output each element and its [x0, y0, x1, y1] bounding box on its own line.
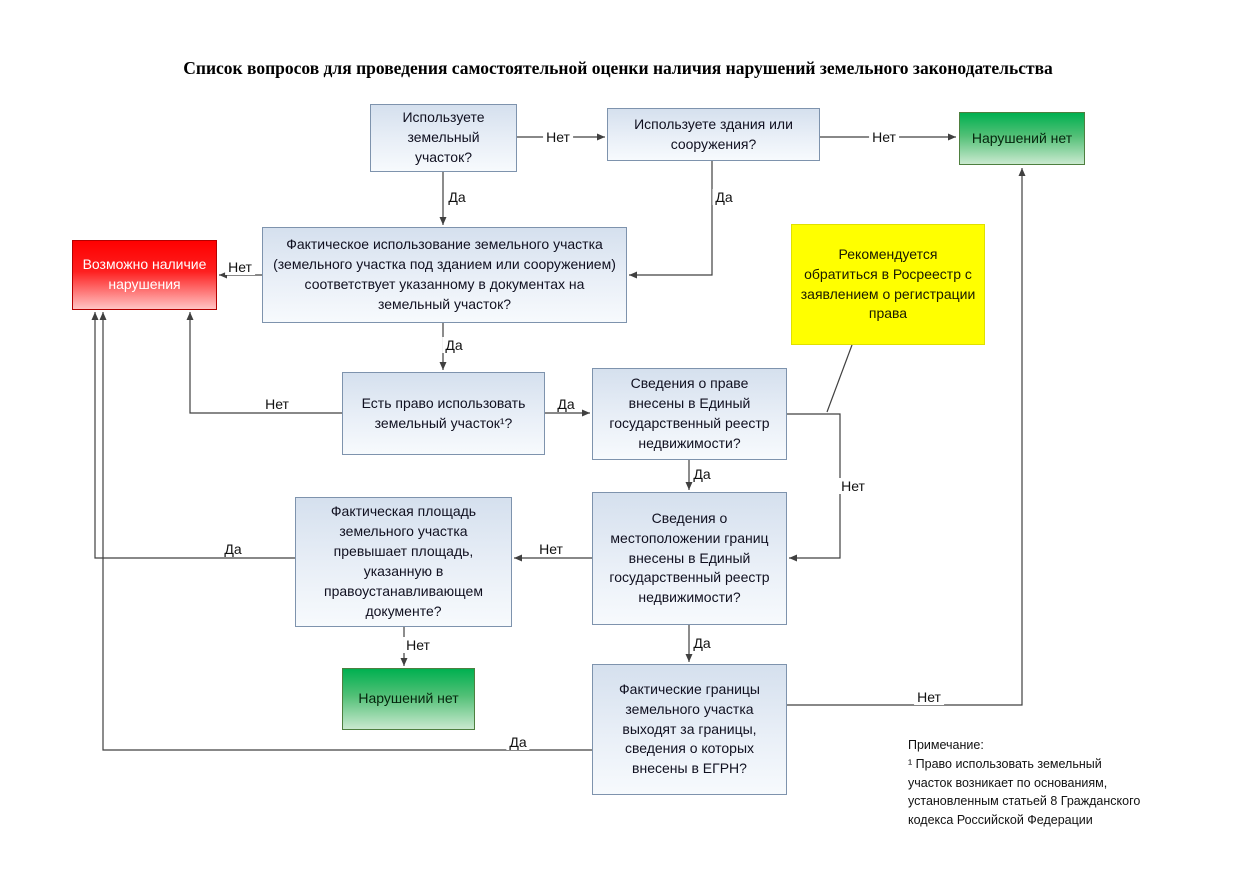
question-box-actual-use-matches: Фактическое использование земельного уча…: [262, 227, 627, 323]
edge-label-use-land-yes: Да: [445, 189, 469, 205]
edge-label-actual-use-no: Нет: [225, 259, 255, 275]
question-box-area-exceeds: Фактическая площадь земельного участка п…: [295, 497, 512, 627]
footnote-heading: Примечание:: [908, 738, 984, 752]
edge-boundaries-exceed-to-violation: [99, 312, 592, 751]
edge-label-boundaries-in-egrn-no: Нет: [536, 541, 566, 557]
edge-label-area-exceeds-yes: Да: [221, 541, 245, 557]
edge-label-boundaries-in-egrn-yes: Да: [690, 635, 714, 651]
edge-use-buildings-to-actual-use: [629, 161, 713, 279]
flowchart-title: Список вопросов для проведения самостоят…: [183, 58, 1053, 78]
edge-label-right-to-use-yes: Да: [554, 396, 578, 412]
question-box-use-land: Используете земельный участок?: [370, 104, 517, 172]
edge-label-right-to-use-no: Нет: [262, 396, 292, 412]
footnote-body: ¹ Право использовать земельный участок в…: [908, 756, 1141, 827]
question-box-right-in-egrn: Сведения о праве внесены в Единый госуда…: [592, 368, 787, 460]
edge-label-boundaries-exceed-no: Нет: [914, 689, 944, 705]
edge-right-in-egrn-to-boundaries-in-egrn-no: [787, 413, 841, 562]
edge-label-boundaries-exceed-yes: Да: [506, 734, 530, 750]
edge-label-use-buildings-no: Нет: [869, 129, 899, 145]
edge-boundaries-exceed-to-no-violations: [787, 168, 1026, 706]
edge-label-use-buildings-yes: Да: [712, 189, 736, 205]
edge-label-right-in-egrn-no: Нет: [838, 478, 868, 494]
result-box-no-violations-bottom: Нарушений нет: [342, 668, 475, 730]
edge-label-use-land-no: Нет: [543, 129, 573, 145]
question-box-right-to-use: Есть право использовать земельный участо…: [342, 372, 545, 455]
edge-label-area-exceeds-no: Нет: [403, 637, 433, 653]
edge-right-to-use-to-violation: [186, 312, 342, 414]
edge-recommendation-connector: [826, 344, 853, 413]
question-box-use-buildings: Используете здания или сооружения?: [607, 108, 820, 161]
edge-area-exceeds-to-violation: [91, 312, 295, 559]
recommendation-box-rosreestr: Рекомендуется обратиться в Росреестр с з…: [791, 224, 985, 345]
question-box-boundaries-in-egrn: Сведения о местоположении границ внесены…: [592, 492, 787, 625]
result-box-possible-violation: Возможно наличие нарушения: [72, 240, 217, 310]
edge-label-actual-use-yes: Да: [442, 337, 466, 353]
footnote: Примечание: ¹ Право использовать земельн…: [908, 736, 1188, 830]
question-box-boundaries-exceed: Фактические границы земельного участка в…: [592, 664, 787, 795]
edge-label-right-in-egrn-yes: Да: [690, 466, 714, 482]
result-box-no-violations-top: Нарушений нет: [959, 112, 1085, 165]
